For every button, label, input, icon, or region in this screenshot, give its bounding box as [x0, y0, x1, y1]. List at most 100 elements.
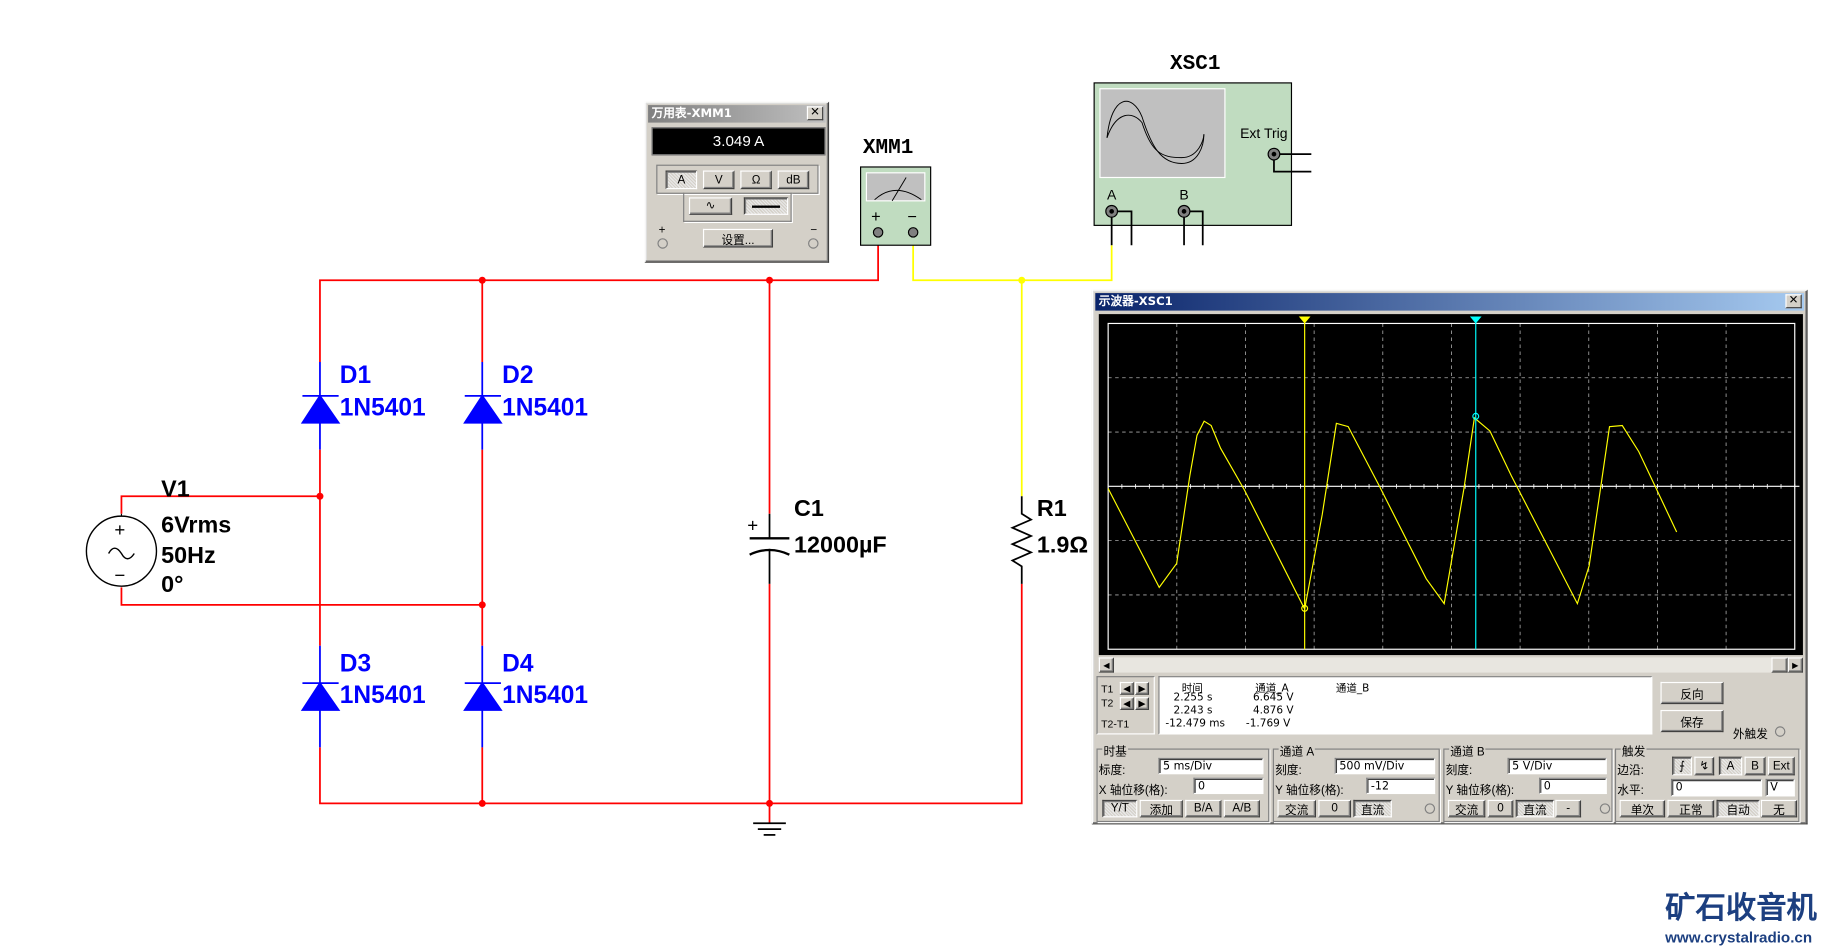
- v1-voltage: 6Vrms: [161, 511, 231, 537]
- oscilloscope-window[interactable]: 示波器-XSC1 ✕ ◀ ▶ T1 T2 T2-T1 ◀ ▶ ◀ ▶ 时间 通道…: [1091, 289, 1808, 825]
- scroll-left-icon[interactable]: ◀: [1098, 657, 1114, 673]
- cursor-t2-handle: [1298, 316, 1311, 324]
- normal-button[interactable]: 正常: [1667, 799, 1715, 818]
- v1-name: V1: [161, 475, 190, 501]
- scroll-right-icon[interactable]: ▶: [1787, 657, 1803, 673]
- channel-b-dc-button[interactable]: 直流: [1515, 799, 1555, 818]
- xsc1-label: XSC1: [1170, 53, 1220, 76]
- t2-left-arrow-icon[interactable]: ◀: [1119, 697, 1134, 710]
- channel-a-terminal[interactable]: [1424, 803, 1436, 814]
- channel-a-zero-button[interactable]: 0: [1318, 799, 1352, 818]
- horizontal-scrollbar[interactable]: ◀ ▶: [1098, 657, 1803, 673]
- ext-trigger-label: 外触发: [1732, 728, 1768, 742]
- channel-b-scale-input[interactable]: 5 V/Div: [1507, 757, 1607, 775]
- auto-button[interactable]: 自动: [1716, 799, 1760, 818]
- delta-time: -12.479 ms: [1165, 718, 1225, 730]
- source-minus: −: [114, 565, 125, 586]
- mode-voltmeter-button[interactable]: V: [702, 170, 735, 190]
- t1-left-arrow-icon[interactable]: ◀: [1119, 681, 1134, 695]
- close-icon[interactable]: ✕: [806, 106, 824, 121]
- multimeter-xmm1-icon[interactable]: + −: [860, 166, 932, 246]
- oscilloscope-xsc1-icon[interactable]: Ext Trig A B: [1093, 82, 1312, 246]
- timebase-scale-input[interactable]: 5 ms/Div: [1158, 757, 1264, 775]
- dc-button[interactable]: [743, 197, 789, 215]
- trigger-source-b-button[interactable]: B: [1744, 756, 1766, 776]
- resistor-r1[interactable]: [1010, 496, 1034, 584]
- d4-name: D4: [502, 650, 534, 677]
- timebase-group: 时基 标度: 5 ms/Div X 轴位移(格): 0 Y/T 添加 B/A A…: [1096, 741, 1270, 823]
- ext-trigger-terminal[interactable]: [1774, 726, 1786, 737]
- diode-d1-symbol[interactable]: [300, 361, 341, 450]
- close-icon[interactable]: ✕: [1785, 294, 1802, 309]
- cursor-t1-marker: [1472, 412, 1480, 420]
- channel-b-ac-button[interactable]: 交流: [1447, 799, 1486, 818]
- mode-group: [656, 164, 819, 194]
- channel-a-scale-input[interactable]: 500 mV/Div: [1334, 757, 1436, 775]
- b-over-a-button[interactable]: B/A: [1185, 799, 1222, 818]
- diode-d2-symbol[interactable]: [463, 361, 503, 450]
- t1-channel-a: 6.645 V: [1252, 692, 1294, 705]
- ac-button[interactable]: ∿: [688, 197, 733, 215]
- channel-b-zero-button[interactable]: 0: [1487, 799, 1514, 818]
- plus-terminal-icon[interactable]: [657, 238, 668, 249]
- none-button[interactable]: 无: [1760, 799, 1798, 818]
- d2-name: D2: [502, 362, 533, 389]
- capacitor-c1[interactable]: [749, 513, 790, 584]
- x-position-input[interactable]: 0: [1193, 777, 1264, 795]
- trigger-source-ext-button[interactable]: Ext: [1767, 756, 1795, 776]
- d4-model: 1N5401: [502, 682, 588, 709]
- mode-db-button[interactable]: dB: [777, 170, 810, 190]
- a-over-b-button[interactable]: A/B: [1223, 799, 1260, 818]
- trigger-title: 触发: [1620, 741, 1647, 760]
- diode-d4-symbol[interactable]: [463, 645, 503, 748]
- trigger-level-unit[interactable]: V: [1765, 778, 1795, 797]
- channel-b-terminal[interactable]: [1599, 803, 1611, 814]
- ac-source-v1[interactable]: + −: [85, 513, 158, 587]
- mode-ohmmeter-button[interactable]: Ω: [740, 170, 772, 190]
- t2-time: 2.243 s: [1173, 705, 1213, 717]
- channel-a-title: 通道 A: [1278, 741, 1316, 760]
- save-button[interactable]: 保存: [1660, 709, 1724, 733]
- t2-label: T2: [1101, 697, 1114, 709]
- d1-model: 1N5401: [340, 395, 426, 422]
- single-button[interactable]: 单次: [1619, 799, 1666, 818]
- oscilloscope-title: 示波器-XSC1: [1098, 295, 1173, 309]
- d3-model: 1N5401: [340, 682, 426, 709]
- yt-button[interactable]: Y/T: [1102, 799, 1138, 818]
- multimeter-titlebar[interactable]: 万用表-XMM1 ✕: [648, 105, 826, 123]
- settings-button[interactable]: 设置...: [702, 228, 774, 248]
- oscilloscope-titlebar[interactable]: 示波器-XSC1 ✕: [1095, 293, 1805, 311]
- bottom-wire: [319, 583, 1023, 805]
- scope-screen[interactable]: [1098, 314, 1803, 656]
- falling-edge-icon[interactable]: ↯: [1694, 756, 1715, 776]
- xsc1-a-label: A: [1107, 187, 1117, 203]
- reverse-button[interactable]: 反向: [1660, 681, 1724, 705]
- diode-d3-symbol[interactable]: [300, 645, 341, 748]
- channel-a-ac-button[interactable]: 交流: [1277, 799, 1316, 818]
- multimeter-window[interactable]: 万用表-XMM1 ✕ 3.049 A A V Ω dB ∿ 设置... + −: [644, 101, 830, 263]
- terminal-plus-label: +: [658, 224, 666, 238]
- rising-edge-icon[interactable]: ⨍: [1672, 756, 1692, 776]
- channel-a-trace: [1107, 416, 1678, 611]
- channel-a-ypos-input[interactable]: -12: [1366, 777, 1436, 795]
- minus-terminal-icon[interactable]: [808, 238, 819, 249]
- channel-a-scale-label: 刻度:: [1275, 764, 1302, 778]
- header-time: 时间: [1181, 683, 1203, 695]
- channel-a-dc-button[interactable]: 直流: [1353, 799, 1392, 818]
- x-position-label: X 轴位移(格):: [1098, 784, 1168, 798]
- level-label: 水平:: [1617, 784, 1644, 798]
- c1-plus: +: [747, 514, 758, 535]
- delta-channel-a: -1.769 V: [1245, 718, 1291, 730]
- trigger-group: 触发 边沿: ⨍ ↯ A B Ext 水平: 0 V 单次 正常 自动 无: [1614, 741, 1800, 823]
- trigger-source-a-button[interactable]: A: [1718, 756, 1743, 776]
- mode-ammeter-button[interactable]: A: [665, 170, 698, 190]
- t1-right-arrow-icon[interactable]: ▶: [1135, 681, 1150, 695]
- t2-right-arrow-icon[interactable]: ▶: [1135, 697, 1150, 710]
- trigger-level-input[interactable]: 0: [1670, 778, 1763, 797]
- add-button[interactable]: 添加: [1139, 799, 1183, 818]
- scroll-thumb[interactable]: [1771, 657, 1788, 673]
- scope-plot[interactable]: [1099, 314, 1803, 655]
- channel-b-minus-button[interactable]: -: [1555, 799, 1582, 818]
- channel-b-ypos-input[interactable]: 0: [1539, 777, 1607, 795]
